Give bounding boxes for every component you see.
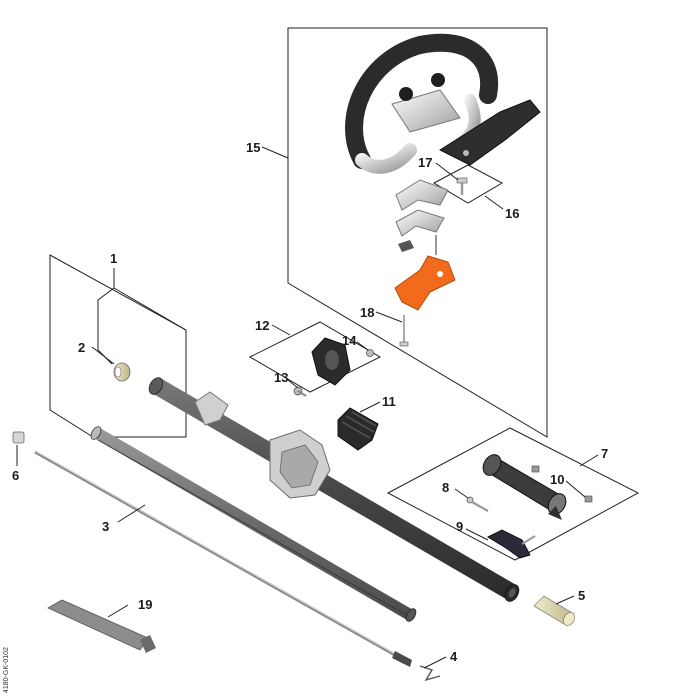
loop-handle-part — [345, 33, 499, 174]
bushing-part — [113, 362, 131, 382]
clamp-part — [311, 337, 351, 386]
callout-5: 5 — [578, 588, 585, 603]
rubber-damper-part — [337, 407, 379, 451]
drive-tube-part — [148, 377, 520, 602]
callout-18: 18 — [360, 305, 374, 320]
screw-17-part — [456, 177, 468, 195]
callout-15: 15 — [246, 140, 260, 155]
callout-8: 8 — [442, 480, 449, 495]
sleeve-part — [533, 595, 575, 626]
callout-4: 4 — [450, 649, 458, 664]
group-frame-7 — [386, 427, 640, 561]
handle-support-part — [482, 454, 567, 520]
callout-1: 1 — [110, 251, 117, 266]
callout-9: 9 — [456, 519, 463, 534]
callout-2: 2 — [78, 340, 85, 355]
grease-tube-part — [47, 599, 156, 653]
drawing-code: 4180-GK-0102 — [3, 647, 10, 693]
group-frame-16 — [432, 164, 504, 204]
wing-screw-9-part — [486, 529, 536, 559]
nut-14-part — [366, 349, 374, 357]
callout-6: 6 — [12, 468, 19, 483]
callout-16: 16 — [505, 206, 519, 221]
callout-14: 14 — [342, 333, 357, 348]
callout-10: 10 — [550, 472, 564, 487]
small-parts-15 — [398, 235, 437, 255]
callout-11: 11 — [382, 394, 396, 409]
group-frame-15 — [287, 27, 548, 438]
screw-8-part — [466, 496, 489, 512]
drive-key-part — [419, 665, 441, 682]
clamp-shells-part — [395, 179, 449, 237]
callout-12: 12 — [255, 318, 269, 333]
screw-18-part — [399, 315, 409, 347]
callout-3: 3 — [102, 519, 109, 534]
shaft-clamp-housing — [194, 391, 331, 499]
nut-10-parts — [531, 465, 593, 503]
callout-17: 17 — [418, 155, 432, 170]
orange-bracket-part — [394, 255, 456, 311]
callout-13: 13 — [274, 370, 288, 385]
callout-7: 7 — [601, 446, 608, 461]
callout-19: 19 — [138, 597, 152, 612]
end-cap-part — [12, 431, 25, 444]
drive-cable-part — [34, 450, 412, 667]
leader-lines — [16, 146, 599, 669]
group-frame-12 — [248, 321, 382, 393]
screw-13-part — [293, 386, 307, 397]
group-frame-1 — [49, 254, 187, 438]
slotted-shaft-part — [90, 426, 417, 622]
control-handle-part — [438, 99, 541, 166]
